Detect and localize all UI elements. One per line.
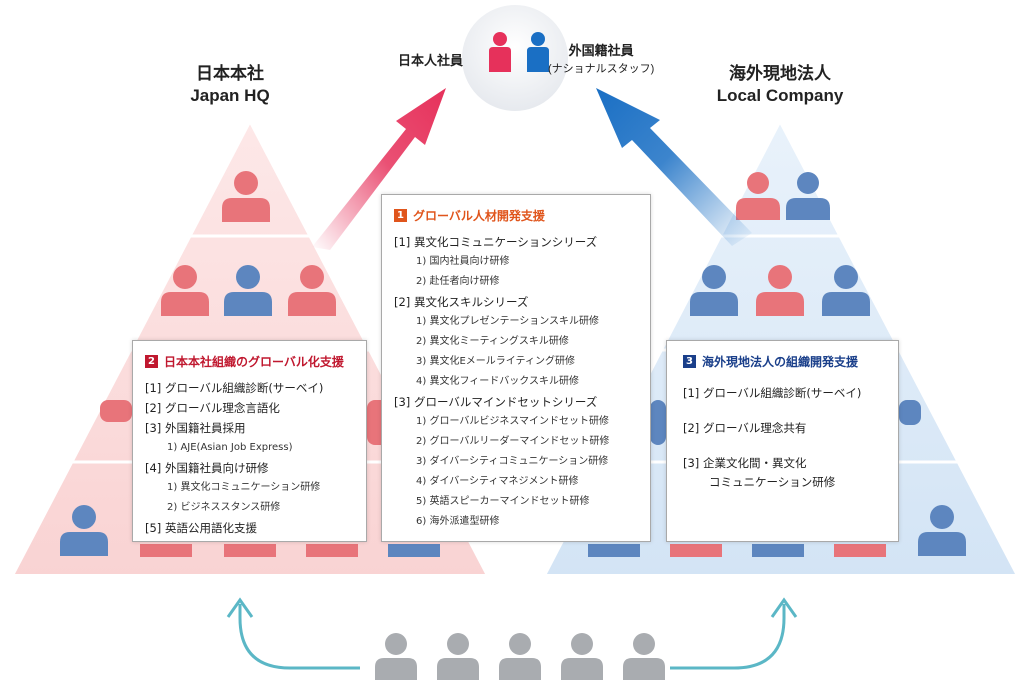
box1-subitem: 1) 異文化プレゼンテーションスキル研修 <box>416 316 600 327</box>
box2-subitem: 1) AJE(Asian Job Express) <box>167 442 293 453</box>
box1-subitem: 4) ダイバーシティマネジメント研修 <box>416 476 579 487</box>
box3-item: [1] グローバル組織診断(サーベイ) <box>683 386 862 400</box>
foreign-employees-note: (ナショナルスタッフ) <box>548 63 655 75</box>
box1-subitem: 3) ダイバーシティコミュニケーション研修 <box>416 456 609 467</box>
red-employee-icon <box>489 32 511 72</box>
box3-item: [2] グローバル理念共有 <box>683 421 807 435</box>
box1-subitem: 2) 赴任者向け研修 <box>416 276 500 287</box>
box2-item: [3] 外国籍社員採用 <box>145 421 246 435</box>
candidate-people <box>375 633 665 680</box>
left-teal-arrow <box>238 604 360 670</box>
hq-title-en: Japan HQ <box>190 86 270 105</box>
box1-subitem: 2) グローバルリーダーマインドセット研修 <box>416 436 610 447</box>
hq-title: 日本本社 Japan HQ <box>160 63 300 107</box>
local-people <box>588 172 966 557</box>
box3-number: 3 <box>683 355 696 368</box>
employee-circle <box>460 3 570 113</box>
blue-arrow <box>596 88 752 246</box>
box1-heading: 1 グローバル人材開発支援 <box>394 207 638 224</box>
box1-number: 1 <box>394 209 407 222</box>
box1-subitem: 5) 英語スピーカーマインドセット研修 <box>416 496 590 507</box>
local-title-en: Local Company <box>716 86 844 105</box>
box1-subitem: 4) 異文化フィードバックスキル研修 <box>416 376 579 387</box>
box1-subitem: 2) 異文化ミーティングスキル研修 <box>416 336 569 347</box>
box1-item: [2] 異文化スキルシリーズ <box>394 295 529 309</box>
hq-title-jp: 日本本社 <box>196 64 264 83</box>
local-title-jp: 海外現地法人 <box>729 64 831 83</box>
box2-item: [4] 外国籍社員向け研修 <box>145 461 269 475</box>
box3-item: [3] 企業文化間・異文化 <box>683 456 807 470</box>
box1-item: [1] 異文化コミュニケーションシリーズ <box>394 235 598 249</box>
global-talent-box: 1 グローバル人材開発支援 [1] 異文化コミュニケーションシリーズ 1) 国内… <box>381 194 651 542</box>
jp-employees-label: 日本人社員 <box>398 53 464 68</box>
box2-number: 2 <box>145 355 158 368</box>
box2-item: [2] グローバル理念言語化 <box>145 401 280 415</box>
hq-people <box>60 171 440 557</box>
box3-title: 海外現地法人の組織開発支援 <box>702 355 859 369</box>
box2-subitem: 2) ビジネススタンス研修 <box>167 502 281 513</box>
box2-item: [5] 英語公用語化支援 <box>145 521 257 535</box>
box1-subitem: 3) 異文化Eメールライティング研修 <box>416 356 575 367</box>
box2-item: [1] グローバル組織診断(サーベイ) <box>145 381 324 395</box>
box2-subitem: 1) 異文化コミュニケーション研修 <box>167 482 321 493</box>
box3-heading: 3 海外現地法人の組織開発支援 <box>683 353 888 370</box>
box2-heading: 2 日本本社組織のグローバル化支援 <box>145 353 356 370</box>
box1-item: [3] グローバルマインドセットシリーズ <box>394 395 598 409</box>
local-org-dev-box: 3 海外現地法人の組織開発支援 [1] グローバル組織診断(サーベイ) [2] … <box>666 340 899 542</box>
box2-title: 日本本社組織のグローバル化支援 <box>164 355 344 369</box>
blue-employee-icon <box>527 32 549 72</box>
local-title: 海外現地法人 Local Company <box>700 63 860 107</box>
box1-subitem: 6) 海外派遣型研修 <box>416 516 500 527</box>
box1-subitem: 1) 国内社員向け研修 <box>416 256 510 267</box>
red-arrow <box>312 88 446 250</box>
foreign-employees-label: 外国籍社員 (ナショナルスタッフ) <box>548 42 654 78</box>
box3-item-continued: コミュニケーション研修 <box>709 475 836 489</box>
right-teal-arrow <box>670 604 786 670</box>
hq-globalization-box: 2 日本本社組織のグローバル化支援 [1] グローバル組織診断(サーベイ) [2… <box>132 340 367 542</box>
box1-title: グローバル人材開発支援 <box>413 209 545 223</box>
foreign-employees-text: 外国籍社員 <box>568 43 634 58</box>
box1-subitem: 1) グローバルビジネスマインドセット研修 <box>416 416 610 427</box>
